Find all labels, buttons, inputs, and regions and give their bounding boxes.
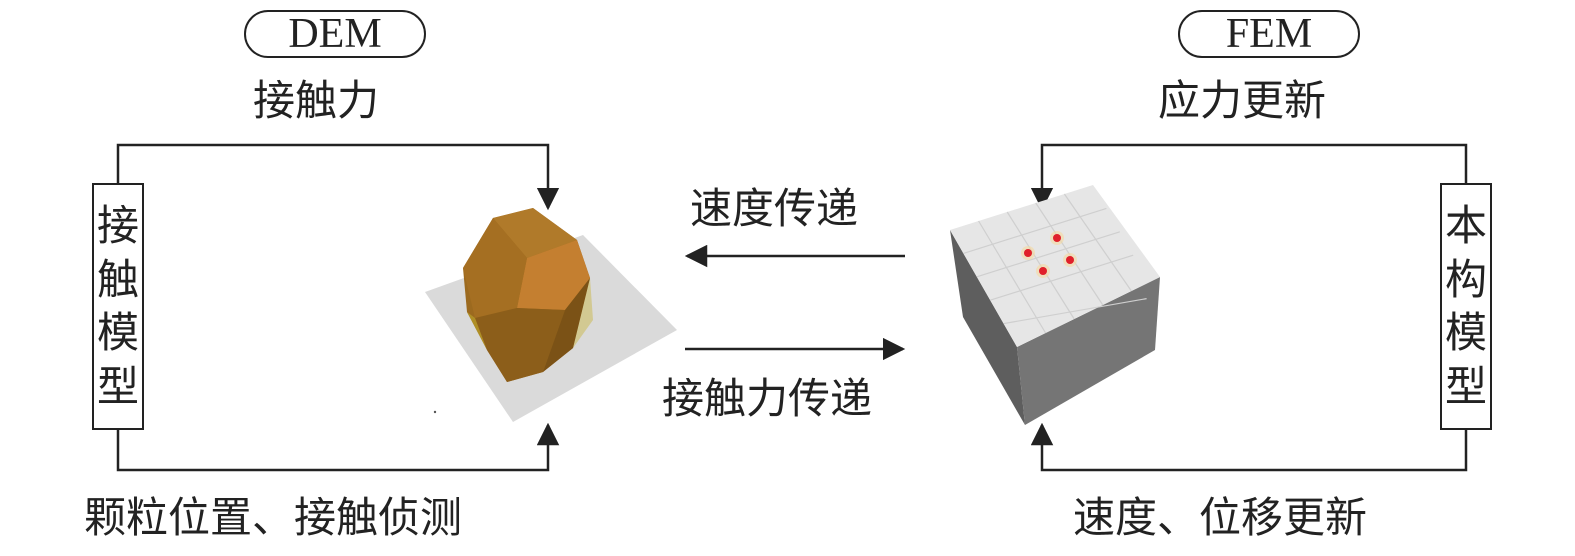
fem-top-loop-line bbox=[1030, 143, 1468, 211]
contact-model-char: 触 bbox=[96, 254, 139, 304]
velocity-transfer-label: 速度传递 bbox=[690, 184, 859, 233]
particle-position-detection-label: 颗粒位置、接触侦测 bbox=[84, 493, 463, 542]
dem-top-loop-line bbox=[116, 143, 560, 211]
cube-left-face bbox=[950, 230, 1025, 425]
contact-model-char: 接 bbox=[96, 200, 139, 250]
contact-model-box: 接 触 模 型 bbox=[92, 183, 144, 430]
fem-title: FEM bbox=[1178, 10, 1360, 58]
contact-points bbox=[1021, 231, 1077, 278]
dem-particle-illustration bbox=[425, 208, 677, 422]
particle-shape bbox=[463, 208, 593, 382]
fem-cube-illustration bbox=[950, 185, 1160, 425]
contact-model-char: 型 bbox=[96, 362, 139, 412]
contact-model-char: 模 bbox=[96, 308, 139, 358]
cube-right-face bbox=[1017, 277, 1160, 425]
velocity-displacement-update-label: 速度、位移更新 bbox=[1073, 493, 1368, 542]
cube-top-grid bbox=[963, 193, 1147, 334]
constitutive-model-char: 模 bbox=[1444, 308, 1487, 358]
dem-bottom-loop-line bbox=[116, 422, 560, 472]
fem-stress-update-label: 应力更新 bbox=[1158, 76, 1327, 125]
fem-bottom-loop-line bbox=[1030, 422, 1468, 472]
contact-force-transfer-label: 接触力传递 bbox=[662, 374, 873, 423]
constitutive-model-char: 构 bbox=[1444, 254, 1487, 304]
dem-contact-force-label: 接触力 bbox=[253, 76, 380, 125]
constitutive-model-char: 型 bbox=[1444, 362, 1487, 412]
constitutive-model-char: 本 bbox=[1444, 200, 1487, 250]
constitutive-model-box: 本 构 模 型 bbox=[1440, 183, 1492, 430]
cube-top-face bbox=[950, 185, 1160, 347]
dem-title: DEM bbox=[244, 10, 426, 58]
